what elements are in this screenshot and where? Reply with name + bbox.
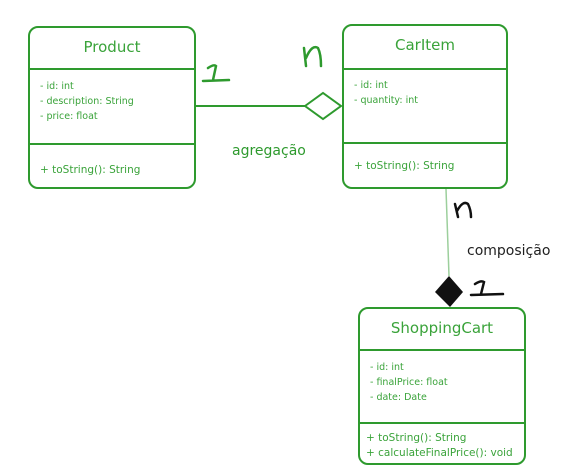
- composition-label: composição: [467, 243, 551, 259]
- class-caritem-title: CarItem: [395, 36, 455, 54]
- class-product: Product - id: int - description: String …: [28, 26, 196, 189]
- composition-line: [445, 188, 450, 277]
- class-product-attributes: - id: int - description: String - price:…: [40, 79, 190, 124]
- attribute: - id: int: [370, 362, 404, 373]
- method: + calculateFinalPrice(): void: [366, 447, 513, 459]
- method: + toString(): String: [354, 160, 455, 172]
- class-caritem-divider-bottom: [342, 142, 508, 144]
- composition-multiplicity-n: [453, 201, 473, 219]
- class-product-methods: + toString(): String: [40, 163, 190, 178]
- composition-multiplicity-1: [469, 280, 505, 297]
- attribute: - quantity: int: [354, 95, 418, 106]
- class-shoppingcart-title: ShoppingCart: [390, 319, 494, 337]
- class-shoppingcart-attributes: - id: int - finalPrice: float - date: Da…: [370, 360, 520, 405]
- class-caritem: CarItem - id: int - quantity: int + toSt…: [342, 24, 508, 189]
- aggregation-label: agregação: [232, 143, 306, 159]
- class-caritem-attributes: - id: int - quantity: int: [354, 78, 502, 108]
- class-shoppingcart-divider-top: [358, 349, 526, 351]
- class-caritem-divider-top: [342, 68, 508, 70]
- aggregation-multiplicity-n: [302, 45, 323, 68]
- class-product-divider-bottom: [28, 143, 196, 145]
- class-shoppingcart: ShoppingCart - id: int - finalPrice: flo…: [358, 307, 526, 465]
- attribute: - id: int: [354, 80, 388, 91]
- composition-diamond: [435, 276, 463, 307]
- class-caritem-methods: + toString(): String: [354, 159, 502, 174]
- attribute: - description: String: [40, 96, 134, 107]
- aggregation-diamond: [303, 91, 343, 121]
- method: + toString(): String: [366, 432, 467, 444]
- attribute: - id: int: [40, 81, 74, 92]
- attribute: - price: float: [40, 111, 98, 122]
- class-product-title: Product: [83, 38, 141, 56]
- attribute: - finalPrice: float: [370, 377, 448, 388]
- class-shoppingcart-methods: + toString(): String + calculateFinalPri…: [366, 431, 520, 461]
- class-shoppingcart-divider-bottom: [358, 422, 526, 424]
- attribute: - date: Date: [370, 392, 427, 403]
- aggregation-multiplicity-1: [201, 64, 231, 83]
- class-product-divider-top: [28, 68, 196, 70]
- method: + toString(): String: [40, 164, 141, 176]
